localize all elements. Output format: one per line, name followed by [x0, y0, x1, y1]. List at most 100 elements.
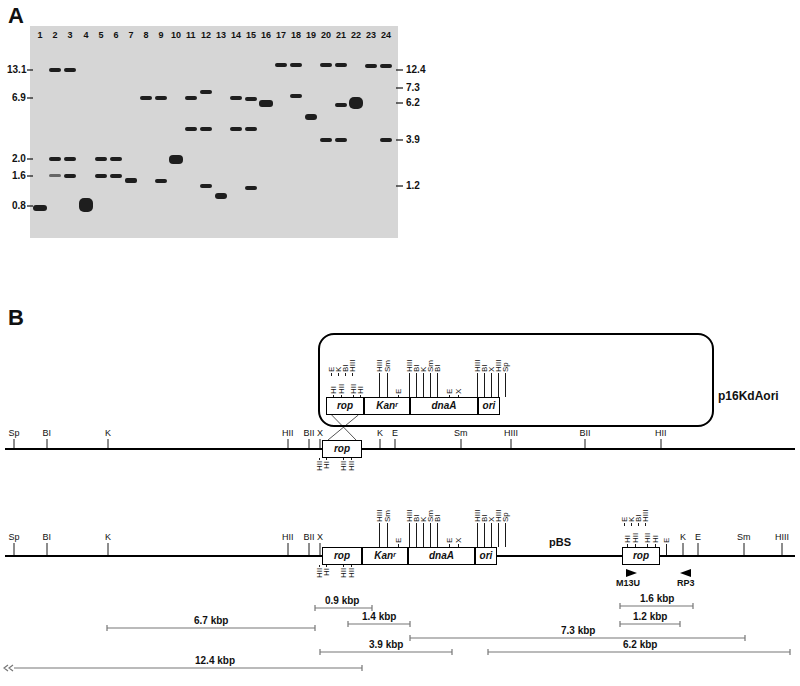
site-tick: [423, 373, 424, 397]
marker-dash: [27, 69, 33, 70]
site-tick: [477, 373, 478, 397]
lane-number: 12: [201, 30, 211, 40]
restriction-site: HIII: [376, 510, 383, 522]
restriction-site: E: [621, 517, 628, 522]
site-tick: [498, 373, 499, 397]
lane-number: 18: [291, 30, 301, 40]
restriction-site: BI: [434, 514, 441, 522]
continuation-chevrons: [4, 665, 13, 671]
lane-number: 13: [216, 30, 226, 40]
restriction-site: Sp: [9, 428, 20, 438]
fragment-size: 12.4 kbp: [195, 655, 235, 667]
gene-box: rop: [322, 440, 362, 458]
restriction-site: K: [420, 517, 427, 522]
fragment-size: 1.2 kbp: [633, 611, 667, 623]
site-tick: [645, 523, 646, 526]
restriction-site: K: [377, 428, 383, 438]
band: [380, 64, 392, 68]
restriction-site: BI: [43, 428, 52, 438]
restriction-site: BII: [304, 428, 315, 438]
fragment-size: 6.7 kbp: [194, 615, 228, 627]
site-tick: [351, 565, 352, 567]
site-tick: [380, 439, 381, 449]
gene-name: rop: [337, 400, 353, 412]
gene-box: rop: [322, 547, 362, 565]
restriction-site: HIII: [406, 360, 413, 372]
gene-name: rop: [334, 550, 350, 562]
gene-name: Kanʳ: [376, 400, 398, 412]
primer-name: M13U: [616, 578, 640, 588]
site-tick: [624, 523, 625, 526]
plasmid-name: p16KdAori: [718, 389, 779, 403]
band: [245, 97, 257, 101]
restriction-site: BI: [43, 532, 52, 542]
band: [110, 157, 122, 161]
size-marker: 0.8: [12, 200, 26, 212]
restriction-site: Sm: [427, 510, 434, 522]
band: [64, 174, 76, 178]
restriction-site: HI: [323, 461, 330, 469]
restriction-site: E: [392, 428, 398, 438]
size-marker: 12.4: [406, 64, 425, 76]
restriction-site: E: [328, 367, 335, 372]
restriction-site: HIII: [504, 428, 518, 438]
lane-number: 16: [261, 30, 271, 40]
restriction-site: X: [488, 517, 495, 522]
fragment-line: [14, 665, 362, 671]
restriction-site: E: [395, 538, 402, 543]
restriction-site: BI: [635, 514, 642, 522]
lane-number: 3: [68, 30, 73, 40]
site-tick: [387, 373, 388, 397]
restriction-site: K: [628, 517, 635, 522]
site-tick: [409, 373, 410, 397]
site-tick: [505, 373, 506, 397]
crossover-line: [328, 415, 358, 440]
restriction-site: HII: [340, 568, 347, 578]
primer-arrow: [680, 569, 691, 577]
restriction-site: BII: [580, 428, 591, 438]
site-tick: [666, 544, 667, 556]
restriction-site: HII: [348, 461, 355, 471]
gene-name: Kanʳ: [374, 550, 396, 562]
restriction-site: HI: [323, 568, 330, 576]
lane-number: 20: [321, 30, 331, 40]
lane-number: 9: [159, 30, 164, 40]
site-tick: [288, 543, 289, 556]
restriction-site: X: [455, 389, 462, 394]
lane-number: 5: [99, 30, 104, 40]
band: [335, 103, 347, 107]
marker-dash: [27, 205, 33, 206]
marker-dash: [27, 97, 33, 98]
site-tick: [683, 543, 684, 556]
band: [215, 193, 227, 199]
lane-number: 2: [53, 30, 58, 40]
restriction-site: E: [395, 389, 402, 394]
site-tick: [484, 523, 485, 547]
lane-number: 1: [38, 30, 43, 40]
site-tick: [14, 543, 15, 556]
gene-box: rop: [622, 547, 660, 565]
band: [335, 138, 347, 142]
lane-number: 11: [186, 30, 196, 40]
lane-number: 21: [336, 30, 346, 40]
size-marker: 3.9: [406, 134, 420, 146]
chromosome-line: [5, 448, 795, 450]
band: [49, 174, 61, 177]
band: [64, 68, 76, 72]
band: [169, 155, 183, 164]
vector-name: pBS: [549, 536, 571, 548]
band: [230, 127, 242, 131]
site-tick: [47, 439, 48, 449]
gene-name: rop: [633, 550, 649, 562]
blot-membrane: [30, 26, 398, 238]
lane-number: 10: [171, 30, 181, 40]
site-tick: [585, 439, 586, 449]
size-marker: 6.9: [12, 92, 26, 104]
size-marker: 13.1: [7, 64, 26, 76]
site-tick: [108, 439, 109, 449]
restriction-site: HIII: [642, 510, 649, 522]
fragment-size: 3.9 kbp: [369, 639, 403, 651]
site-tick: [491, 373, 492, 397]
site-tick: [345, 373, 346, 376]
site-tick: [319, 565, 320, 567]
